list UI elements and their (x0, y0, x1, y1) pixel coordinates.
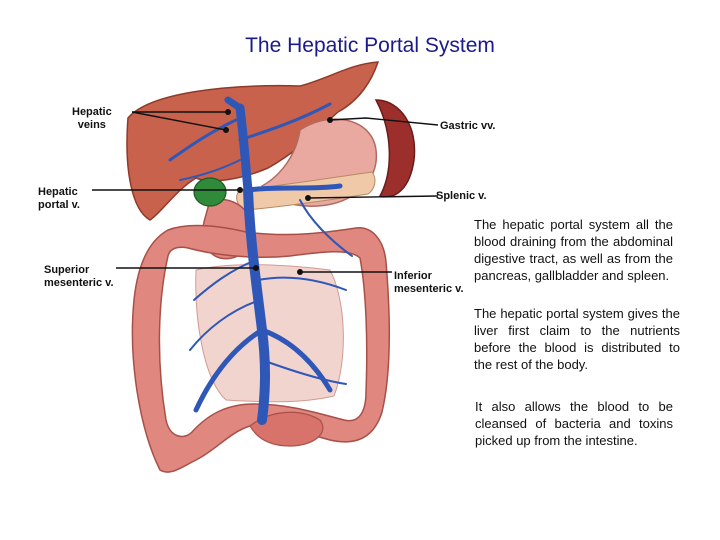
label-splenic-vein: Splenic v. (436, 190, 487, 202)
page-title: The Hepatic Portal System (245, 34, 495, 57)
paragraph-blood-drainage: The hepatic portal system all the blood … (474, 217, 673, 283)
leader-dots (223, 109, 333, 275)
paragraph-liver-first-claim: The hepatic portal system gives the live… (474, 306, 680, 372)
gallbladder (193, 177, 227, 207)
label-superior-mesenteric-vein: Superior mesenteric v. (44, 264, 114, 289)
label-inferior-mesenteric-vein: Inferior mesenteric v. (394, 270, 464, 295)
leader-lines (92, 111, 439, 273)
paragraph-cleansing: It also allows the blood to be cleansed … (475, 399, 673, 448)
sigmoid-colon (249, 411, 324, 447)
label-hepatic-portal-vein: Hepatic portal v. (38, 186, 80, 211)
spleen (374, 99, 416, 198)
label-hepatic-veins: Hepatic veins (72, 106, 112, 131)
label-gastric-veins: Gastric vv. (440, 120, 496, 132)
portal-vein-network (168, 96, 353, 425)
